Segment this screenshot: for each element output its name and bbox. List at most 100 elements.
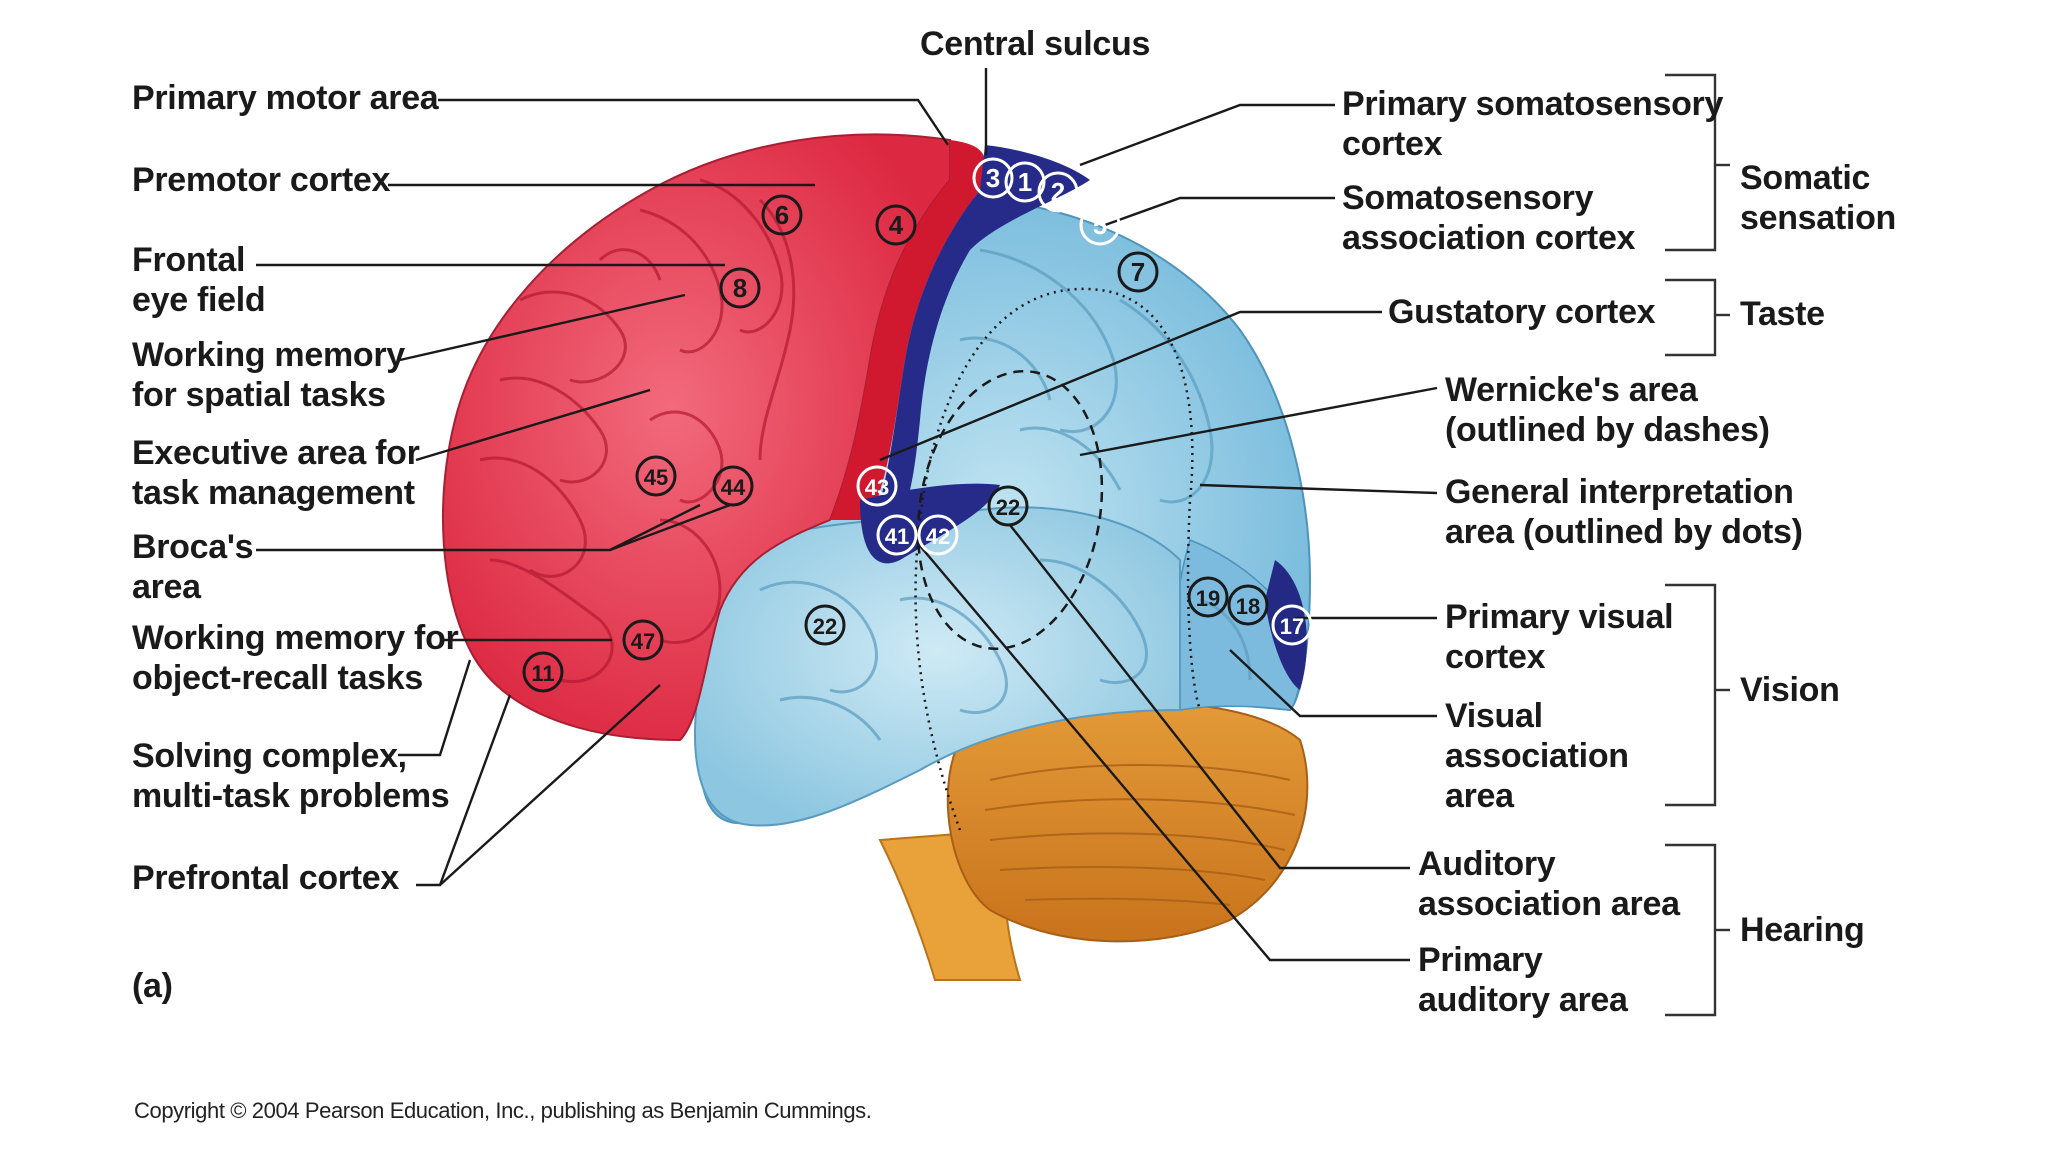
brodmann-area-11-text: 11 xyxy=(531,661,554,686)
working-memory-object-line1: Working memory for xyxy=(132,619,459,657)
brodmann-area-4-marker: 4 xyxy=(875,204,917,246)
brodmann-area-44-marker: 44 xyxy=(712,465,754,507)
wernickes-area-label: Wernicke's area (outlined by dashes) xyxy=(1445,370,1770,450)
somatic-sensation-line1: Somatic xyxy=(1740,159,1871,197)
brodmann-area-5-text: 5 xyxy=(1093,210,1107,240)
brodmann-area-44-text: 44 xyxy=(721,475,746,500)
brodmann-area-6-text: 6 xyxy=(775,200,789,230)
general-interpretation-line1: General interpretation xyxy=(1445,473,1794,511)
brodmann-area-18-marker: 18 xyxy=(1227,584,1269,626)
brodmann-area-2-marker: 2 xyxy=(1037,171,1079,213)
cerebellum xyxy=(946,701,1309,943)
primary-visual-line2: cortex xyxy=(1445,638,1546,676)
working-memory-object-label: Working memory for object-recall tasks xyxy=(132,618,459,698)
primary-visual-region xyxy=(1265,560,1307,690)
brodmann-area-47-marker: 47 xyxy=(622,619,664,661)
wernickes-area-line2: (outlined by dashes) xyxy=(1445,411,1770,449)
auditory-association-label: Auditory association area xyxy=(1418,844,1680,924)
working-memory-spatial-label: Working memory for spatial tasks xyxy=(132,335,405,415)
visual-association-label: Visual association area xyxy=(1445,696,1629,816)
visual-association-line3: area xyxy=(1445,777,1514,815)
primary-somatosensory-label: Primary somatosensory cortex xyxy=(1342,84,1723,164)
leader-lines xyxy=(256,68,1438,962)
auditory-association-line1: Auditory xyxy=(1418,845,1556,883)
frontal-eye-field-label: Frontal eye field xyxy=(132,240,266,320)
brodmann-area-3-text: 3 xyxy=(986,163,1000,193)
frontal-eye-field-line2: eye field xyxy=(132,281,266,319)
somatosensory-association-line1: Somatosensory xyxy=(1342,179,1594,217)
wernickes-outline xyxy=(916,369,1104,651)
somatosensory-association-line2: association cortex xyxy=(1342,219,1636,257)
solving-complex-label: Solving complex, multi-task problems xyxy=(132,736,450,816)
brodmann-area-42-text: 42 xyxy=(926,524,950,549)
somatic-sensation-group: Somatic sensation xyxy=(1740,158,1896,238)
executive-area-line1: Executive area for xyxy=(132,434,420,472)
brocas-area-line1: Broca's xyxy=(132,528,254,566)
primary-motor-area-label: Primary motor area xyxy=(132,79,439,117)
wernickes-area-line1: Wernicke's area xyxy=(1445,371,1698,409)
brodmann-area-41-text: 41 xyxy=(885,524,909,549)
brodmann-area-8-text: 8 xyxy=(733,273,747,303)
brodmann-area-43-text: 43 xyxy=(865,475,889,500)
brodmann-area-45-text: 45 xyxy=(644,465,668,490)
brodmann-area-3-marker: 3 xyxy=(972,157,1014,199)
solving-complex-line1: Solving complex, xyxy=(132,737,407,775)
general-interpretation-label: General interpretation area (outlined by… xyxy=(1445,472,1803,552)
brodmann-area-22-marker: 22 xyxy=(987,485,1029,527)
sylvian-strip xyxy=(860,483,1000,564)
vision-group: Vision xyxy=(1740,671,1840,709)
brodmann-area-8-marker: 8 xyxy=(719,267,761,309)
brodmann-area-5-marker: 5 xyxy=(1079,204,1121,246)
premotor-cortex-label: Premotor cortex xyxy=(132,161,391,199)
brodmann-area-2-text: 2 xyxy=(1051,177,1065,207)
brodmann-area-1-text: 1 xyxy=(1018,167,1032,197)
brodmann-area-1-marker: 1 xyxy=(1004,161,1046,203)
primary-visual-label: Primary visual cortex xyxy=(1445,597,1674,677)
general-interpretation-line2: area (outlined by dots) xyxy=(1445,513,1803,551)
brodmann-area-4-text: 4 xyxy=(889,210,904,240)
brodmann-area-47-text: 47 xyxy=(631,629,655,654)
brodmann-area-43-marker: 43 xyxy=(856,465,898,507)
executive-area-label: Executive area for task management xyxy=(132,433,420,513)
somatosensory-association-label: Somatosensory association cortex xyxy=(1342,178,1635,258)
brodmann-area-17-text: 17 xyxy=(1280,614,1304,639)
working-memory-object-line2: object-recall tasks xyxy=(132,659,424,697)
primary-auditory-line1: Primary xyxy=(1418,941,1543,979)
visual-association-line1: Visual xyxy=(1445,697,1543,735)
brodmann-area-17-marker: 17 xyxy=(1271,604,1313,646)
brodmann-area-22-text: 22 xyxy=(813,614,837,639)
brodmann-area-6-marker: 6 xyxy=(761,194,803,236)
hearing-group: Hearing xyxy=(1740,911,1865,949)
primary-somatosensory-line2: cortex xyxy=(1342,125,1443,163)
auditory-association-line2: association area xyxy=(1418,885,1680,923)
visual-association-line2: association xyxy=(1445,737,1629,775)
brocas-area-label: Broca's area xyxy=(132,527,254,607)
frontal-eye-field-line1: Frontal xyxy=(132,241,246,279)
brodmann-area-22-marker: 22 xyxy=(804,604,846,646)
brodmann-area-42-marker: 42 xyxy=(917,514,959,556)
central-sulcus-label: Central sulcus xyxy=(920,25,1151,63)
taste-group: Taste xyxy=(1740,295,1825,333)
primary-auditory-line2: auditory area xyxy=(1418,981,1628,1019)
brodmann-area-19-text: 19 xyxy=(1196,586,1220,611)
primary-visual-line1: Primary visual xyxy=(1445,598,1674,636)
primary-somatosensory-line1: Primary somatosensory xyxy=(1342,85,1724,123)
brodmann-area-7-text: 7 xyxy=(1131,257,1145,287)
brocas-area-line2: area xyxy=(132,568,201,606)
gustatory-cortex-label: Gustatory cortex xyxy=(1388,293,1656,331)
brodmann-area-41-marker: 41 xyxy=(876,514,918,556)
brodmann-area-11-marker: 11 xyxy=(522,651,564,693)
brodmann-area-22-text: 22 xyxy=(996,495,1020,520)
copyright-notice: Copyright © 2004 Pearson Education, Inc.… xyxy=(134,1098,872,1123)
prefrontal-cortex-label: Prefrontal cortex xyxy=(132,859,399,897)
panel-letter: (a) xyxy=(132,967,173,1005)
motor-strip xyxy=(830,140,986,520)
brodmann-area-45-marker: 45 xyxy=(635,455,677,497)
working-memory-spatial-line2: for spatial tasks xyxy=(132,376,386,414)
group-brackets xyxy=(1665,73,1730,1017)
solving-complex-line2: multi-task problems xyxy=(132,777,450,815)
brodmann-area-7-marker: 7 xyxy=(1117,251,1159,293)
